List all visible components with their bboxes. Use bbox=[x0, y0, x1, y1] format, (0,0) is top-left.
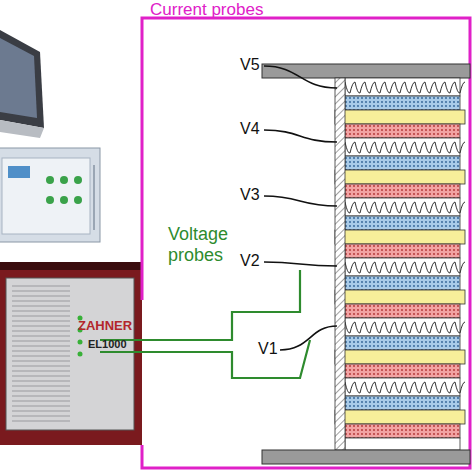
gas-diffusion-layer bbox=[345, 276, 460, 290]
membrane-layer bbox=[335, 170, 465, 184]
flow-channel bbox=[345, 262, 465, 273]
vent-line bbox=[12, 401, 70, 402]
vent-line bbox=[12, 381, 70, 382]
vent-line bbox=[12, 316, 70, 317]
current-loop bbox=[142, 18, 470, 468]
vent-line bbox=[12, 336, 70, 337]
vent-line bbox=[12, 361, 70, 362]
vent-line bbox=[12, 301, 70, 302]
device-box: ZAHNER EL1000 bbox=[0, 262, 142, 445]
vent-line bbox=[12, 371, 70, 372]
electronic-load bbox=[0, 262, 142, 445]
model-name: EL1000 bbox=[88, 338, 127, 350]
flow-field bbox=[345, 138, 460, 156]
vent-line bbox=[12, 391, 70, 392]
vent-line bbox=[12, 326, 70, 327]
vent-line bbox=[12, 296, 70, 297]
flow-field bbox=[345, 378, 460, 396]
gas-diffusion-layer bbox=[345, 336, 460, 350]
gas-diffusion-layer bbox=[345, 304, 460, 318]
vent-line bbox=[12, 356, 70, 357]
vent-line bbox=[12, 341, 70, 342]
loop-title: Current probes bbox=[150, 0, 263, 20]
vent-line bbox=[12, 366, 70, 367]
vent-line bbox=[12, 411, 70, 412]
vent-line bbox=[12, 321, 70, 322]
vent-line bbox=[12, 291, 70, 292]
gas-diffusion-layer bbox=[345, 156, 460, 170]
membrane-layer bbox=[335, 230, 465, 244]
flow-channel bbox=[345, 82, 465, 93]
voltage-tap-label: V2 bbox=[240, 252, 260, 270]
vent-line bbox=[12, 386, 70, 387]
end-plate bbox=[262, 450, 470, 464]
voltage-tap-label: V1 bbox=[258, 340, 278, 358]
vent-line bbox=[12, 346, 70, 347]
gas-diffusion-layer bbox=[345, 96, 460, 110]
gas-diffusion-layer bbox=[345, 184, 460, 198]
membrane-layer bbox=[335, 350, 465, 364]
flow-channel bbox=[345, 322, 465, 333]
vent-line bbox=[12, 311, 70, 312]
voltage-tap-label: V3 bbox=[240, 186, 260, 204]
vent-line bbox=[12, 406, 70, 407]
flow-field bbox=[345, 258, 460, 276]
gas-diffusion-layer bbox=[345, 424, 460, 438]
vent-line bbox=[12, 416, 70, 417]
gas-diffusion-layer bbox=[345, 364, 460, 378]
vent-line bbox=[12, 306, 70, 307]
end-plate bbox=[262, 64, 470, 78]
membrane-layer bbox=[335, 290, 465, 304]
gas-diffusion-layer bbox=[345, 396, 460, 410]
flow-field bbox=[345, 318, 460, 336]
voltage-tap-label: V5 bbox=[240, 56, 260, 74]
brand-name: ZAHNER bbox=[78, 318, 132, 333]
gas-diffusion-layer bbox=[345, 124, 460, 138]
gasket-strip bbox=[335, 78, 345, 450]
probe-label: Voltage probes bbox=[168, 224, 246, 265]
flow-channel bbox=[345, 142, 465, 153]
vent-line bbox=[12, 421, 70, 422]
vent-line bbox=[12, 376, 70, 377]
vent-line bbox=[12, 351, 70, 352]
fuel-cell-stack bbox=[262, 64, 470, 464]
flow-channel bbox=[345, 382, 465, 393]
flow-field bbox=[345, 78, 460, 96]
flow-channel bbox=[345, 202, 465, 213]
voltage-tap-label: V4 bbox=[240, 120, 260, 138]
laptop bbox=[0, 30, 44, 138]
membrane-layer bbox=[335, 410, 465, 424]
gas-diffusion-layer bbox=[345, 244, 460, 258]
flow-field bbox=[345, 438, 460, 450]
vent-line bbox=[12, 286, 70, 287]
gas-diffusion-layer bbox=[345, 216, 460, 230]
flow-field bbox=[345, 198, 460, 216]
membrane-layer bbox=[335, 110, 465, 124]
vent-line bbox=[12, 331, 70, 332]
vent-line bbox=[12, 396, 70, 397]
instrument-box bbox=[0, 148, 100, 242]
